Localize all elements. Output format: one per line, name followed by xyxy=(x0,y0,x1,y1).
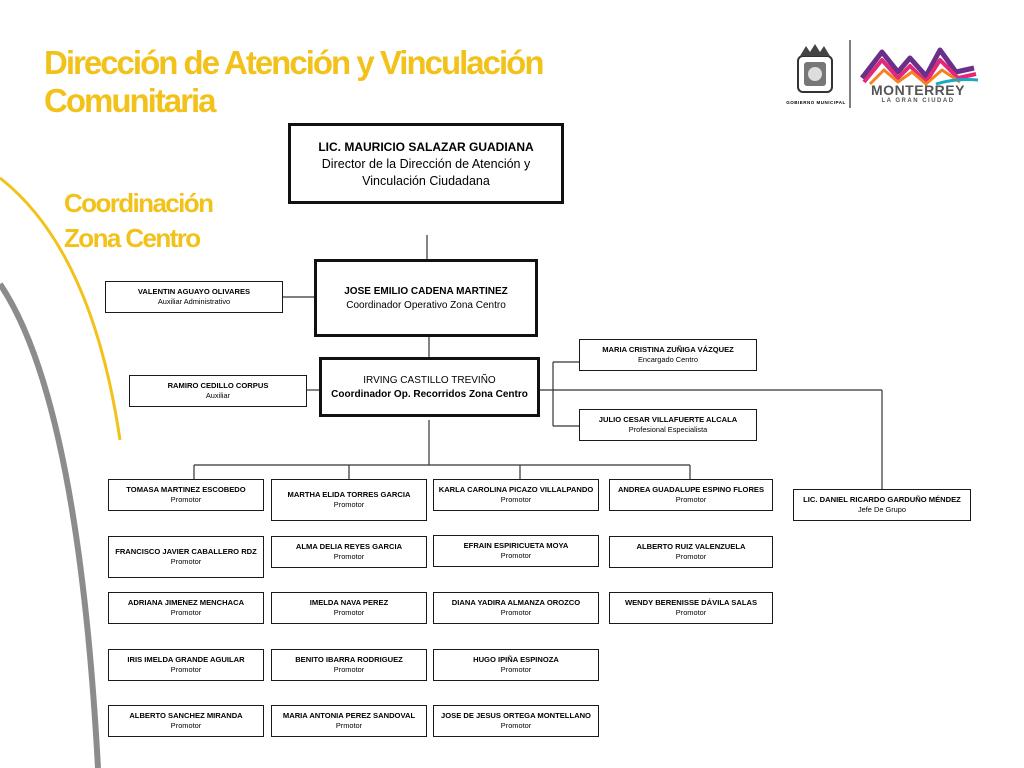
promoter-box: FRANCISCO JAVIER CABALLERO RDZ Promotor xyxy=(108,536,264,578)
promoter-box: ALBERTO RUIZ VALENZUELA Promotor xyxy=(609,536,773,568)
monterrey-tagline: LA GRAN CIUDAD xyxy=(881,98,955,104)
monterrey-wordmark: MONTERREY xyxy=(871,82,965,98)
page-title-line1: Dirección de Atención y Vinculación xyxy=(44,44,544,81)
promoter-role: Promotor xyxy=(170,608,202,617)
group-head-role: Jefe De Grupo xyxy=(857,505,907,514)
promoter-role: Promotor xyxy=(500,495,532,504)
page-title-line2: Comunitaria xyxy=(44,82,217,119)
promoter-box: ADRIANA JIMENEZ MENCHACA Promotor xyxy=(108,592,264,624)
promoter-role: Promotor xyxy=(170,495,202,504)
promoter-box: TOMASA MARTINEZ ESCOBEDO Promotor xyxy=(108,479,264,511)
promoter-name: IRIS IMELDA GRANDE AGUILAR xyxy=(127,655,245,664)
promoter-box: ALMA DELIA REYES GARCIA Promotor xyxy=(271,536,427,568)
specialist-role: Profesional Especialista xyxy=(628,425,708,434)
assistant-admin-box: VALENTIN AGUAYO OLIVARES Auxiliar Admini… xyxy=(105,281,283,313)
promoter-role: Promotor xyxy=(500,721,532,730)
promoter-name: MARTHA ELIDA TORRES GARCIA xyxy=(287,490,411,499)
director-role: Director de la Dirección de Atención y V… xyxy=(321,156,531,188)
coordinator-tours-name: IRVING CASTILLO TREVIÑO xyxy=(363,374,496,386)
promoter-box: BENITO IBARRA RODRIGUEZ Promotor xyxy=(271,649,427,681)
promoter-box: IMELDA NAVA PEREZ Promotor xyxy=(271,592,427,624)
promoter-name: JOSE DE JESUS ORTEGA MONTELLANO xyxy=(441,711,591,720)
promoter-name: IMELDA NAVA PEREZ xyxy=(309,598,389,607)
promoter-role: Promotor xyxy=(675,495,707,504)
promoter-name: ALBERTO RUIZ VALENZUELA xyxy=(636,542,746,551)
specialist-name: JULIO CESAR VILLAFUERTE ALCALA xyxy=(598,415,738,424)
center-manager-role: Encargado Centro xyxy=(638,355,698,364)
assistant-name: RAMIRO CEDILLO CORPUS xyxy=(167,381,269,390)
promoter-name: ADRIANA JIMENEZ MENCHACA xyxy=(127,598,245,607)
municipal-label: GOBIERNO MUNICIPAL xyxy=(786,100,846,105)
monterrey-mountains-icon xyxy=(860,47,979,86)
assistant-admin-role: Auxiliar Administrativo xyxy=(157,297,231,306)
promoter-role: Promotor xyxy=(170,721,202,730)
assistant-role: Auxiliar xyxy=(205,391,231,400)
promoter-name: EFRAIN ESPIRICUETA MOYA xyxy=(463,541,569,550)
promoter-role: Promotor xyxy=(333,552,365,561)
promoter-box: DIANA YADIRA ALMANZA OROZCO Promotor xyxy=(433,592,599,624)
promoter-role: Prmotor xyxy=(335,721,363,730)
monterrey-logos xyxy=(797,40,979,108)
director-name: LIC. MAURICIO SALAZAR GUADIANA xyxy=(318,139,534,154)
promoter-role: Promotor xyxy=(333,665,365,674)
coordinator-name: JOSE EMILIO CADENA MARTINEZ xyxy=(344,285,508,297)
promoter-box: MARTHA ELIDA TORRES GARCIA Promotor xyxy=(271,479,427,521)
promoter-name: ALMA DELIA REYES GARCIA xyxy=(295,542,403,551)
specialist-box: JULIO CESAR VILLAFUERTE ALCALA Profesion… xyxy=(579,409,757,441)
page-subtitle: Coordinación Zona Centro xyxy=(64,186,214,256)
group-head-box: LIC. DANIEL RICARDO GARDUÑO MÉNDEZ Jefe … xyxy=(793,489,971,521)
connector-lines xyxy=(193,235,883,490)
promoter-name: TOMASA MARTINEZ ESCOBEDO xyxy=(126,485,246,494)
group-head-name: LIC. DANIEL RICARDO GARDUÑO MÉNDEZ xyxy=(803,495,961,504)
center-manager-box: MARIA CRISTINA ZUÑIGA VÁZQUEZ Encargado … xyxy=(579,339,757,371)
promoter-name: BENITO IBARRA RODRIGUEZ xyxy=(295,655,403,664)
page-subtitle-line1: Coordinación xyxy=(64,188,214,218)
decorative-gray-arc xyxy=(0,282,101,768)
director-box: LIC. MAURICIO SALAZAR GUADIANA Director … xyxy=(288,123,564,204)
promoter-name: HUGO IPIÑA ESPINOZA xyxy=(473,655,559,664)
promoter-box: HUGO IPIÑA ESPINOZA Promotor xyxy=(433,649,599,681)
coordinator-tours-role: Coordinador Op. Recorridos Zona Centro xyxy=(331,388,528,400)
municipal-seal-icon xyxy=(797,44,833,93)
promoter-role: Promotor xyxy=(170,665,202,674)
promoter-role: Promotor xyxy=(500,608,532,617)
coordinator-tours-box: IRVING CASTILLO TREVIÑO Coordinador Op. … xyxy=(319,357,540,417)
promoter-box: ALBERTO SANCHEZ MIRANDA Promotor xyxy=(108,705,264,737)
promoter-name: ALBERTO SANCHEZ MIRANDA xyxy=(129,711,243,720)
promoter-name: KARLA CAROLINA PICAZO VILLALPANDO xyxy=(438,485,594,494)
promoter-name: MARIA ANTONIA PEREZ SANDOVAL xyxy=(282,711,416,720)
promoter-role: Promotor xyxy=(333,500,365,509)
page-title: Dirección de Atención y Vinculación Comu… xyxy=(44,44,544,120)
promoter-role: Promotor xyxy=(500,665,532,674)
page-subtitle-line2: Zona Centro xyxy=(64,223,201,253)
promoter-role: Promotor xyxy=(675,552,707,561)
promoter-box: ANDREA GUADALUPE ESPINO FLORES Promotor xyxy=(609,479,773,511)
decorative-yellow-arc xyxy=(0,176,122,441)
promoter-box: WENDY BERENISSE DÁVILA SALAS Promotor xyxy=(609,592,773,624)
promoter-role: Promotor xyxy=(675,608,707,617)
coordinator-role: Coordinador Operativo Zona Centro xyxy=(346,299,506,311)
promoter-name: ANDREA GUADALUPE ESPINO FLORES xyxy=(617,485,765,494)
promoter-box: KARLA CAROLINA PICAZO VILLALPANDO Promot… xyxy=(433,479,599,511)
promoter-role: Promotor xyxy=(170,557,202,566)
promoter-box: MARIA ANTONIA PEREZ SANDOVAL Prmotor xyxy=(271,705,427,737)
promoter-box: IRIS IMELDA GRANDE AGUILAR Promotor xyxy=(108,649,264,681)
promoter-name: WENDY BERENISSE DÁVILA SALAS xyxy=(624,598,758,607)
promoter-role: Promotor xyxy=(500,551,532,560)
coordinator-box: JOSE EMILIO CADENA MARTINEZ Coordinador … xyxy=(314,259,538,337)
promoter-name: DIANA YADIRA ALMANZA OROZCO xyxy=(451,598,581,607)
center-manager-name: MARIA CRISTINA ZUÑIGA VÁZQUEZ xyxy=(602,345,734,354)
assistant-admin-name: VALENTIN AGUAYO OLIVARES xyxy=(137,287,251,296)
promoter-box: JOSE DE JESUS ORTEGA MONTELLANO Promotor xyxy=(433,705,599,737)
assistant-box: RAMIRO CEDILLO CORPUS Auxiliar xyxy=(129,375,307,407)
promoter-name: FRANCISCO JAVIER CABALLERO RDZ xyxy=(115,547,257,556)
promoter-box: EFRAIN ESPIRICUETA MOYA Promotor xyxy=(433,535,599,567)
promoter-role: Promotor xyxy=(333,608,365,617)
